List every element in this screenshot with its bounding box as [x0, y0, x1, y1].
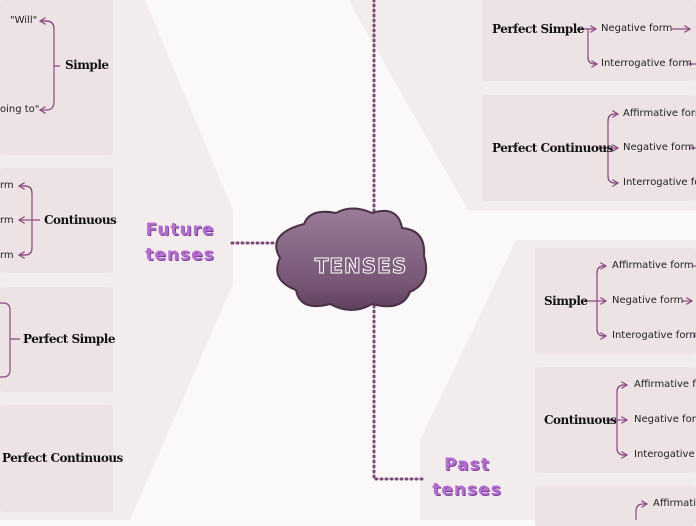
past-simple-label[interactable]: Simple — [544, 294, 588, 308]
present-perfect-simple-item-interrogative[interactable]: Interrogative form — [601, 58, 693, 69]
future-title: Future tenses — [138, 218, 222, 268]
cloud-shape — [275, 207, 428, 311]
past-simple-item-affirmative[interactable]: Affirmative form — [612, 260, 694, 271]
present-perfect-simple-box — [482, 0, 696, 81]
future-simple-item-going-to[interactable]: oing to" — [0, 104, 40, 115]
future-perfect-continuous-label[interactable]: Perfect Continuous — [2, 451, 123, 465]
present-perfect-continuous-item-negative[interactable]: Negative form — [623, 142, 695, 153]
past-title-line2: tenses — [432, 480, 502, 500]
past-perfect-bracket — [635, 504, 647, 520]
past-title: Past tenses — [426, 453, 508, 503]
future-continuous-item-1[interactable]: rm — [0, 180, 14, 191]
past-continuous-item-affirmative[interactable]: Affirmative form — [634, 379, 696, 390]
present-perfect-simple-item-negative[interactable]: Negative form — [601, 23, 673, 34]
past-continuous-item-negative[interactable]: Negative form — [634, 414, 696, 425]
present-perfect-continuous-label[interactable]: Perfect Continuous — [492, 141, 613, 155]
future-perfect-continuous-box — [0, 405, 113, 512]
present-perfect-continuous-item-affirmative[interactable]: Affirmative form — [623, 108, 696, 119]
past-perfect-box — [535, 486, 696, 526]
past-continuous-item-interogative[interactable]: Interogative form — [634, 449, 696, 460]
future-simple-label[interactable]: Simple — [65, 58, 109, 72]
past-title-line1: Past — [444, 455, 490, 475]
past-simple-item-interogative[interactable]: Interogative form — [612, 330, 696, 341]
past-perfect-item-affirmative[interactable]: Affirmati — [653, 498, 696, 509]
future-continuous-item-3[interactable]: rm — [0, 250, 14, 261]
future-continuous-item-2[interactable]: rm — [0, 215, 14, 226]
past-simple-box — [535, 248, 696, 354]
future-simple-item-will[interactable]: "Will" — [10, 15, 38, 26]
past-continuous-label[interactable]: Continuous — [544, 413, 617, 427]
present-perfect-simple-label[interactable]: Perfect Simple — [492, 22, 585, 36]
future-title-line2: tenses — [145, 245, 215, 265]
future-simple-box — [0, 0, 113, 155]
present-perfect-continuous-item-interrogative[interactable]: Interrogative form — [623, 177, 696, 188]
future-title-line1: Future — [145, 220, 215, 240]
future-perfect-simple-label[interactable]: Perfect Simple — [23, 332, 116, 346]
future-perfect-simple-bracket — [0, 302, 20, 378]
past-connector — [372, 304, 424, 481]
present-perfect-continuous-box — [482, 95, 696, 201]
past-simple-item-negative[interactable]: Negative form — [612, 295, 684, 306]
center-label: TENSES — [314, 254, 408, 279]
future-continuous-label[interactable]: Continuous — [44, 213, 117, 227]
